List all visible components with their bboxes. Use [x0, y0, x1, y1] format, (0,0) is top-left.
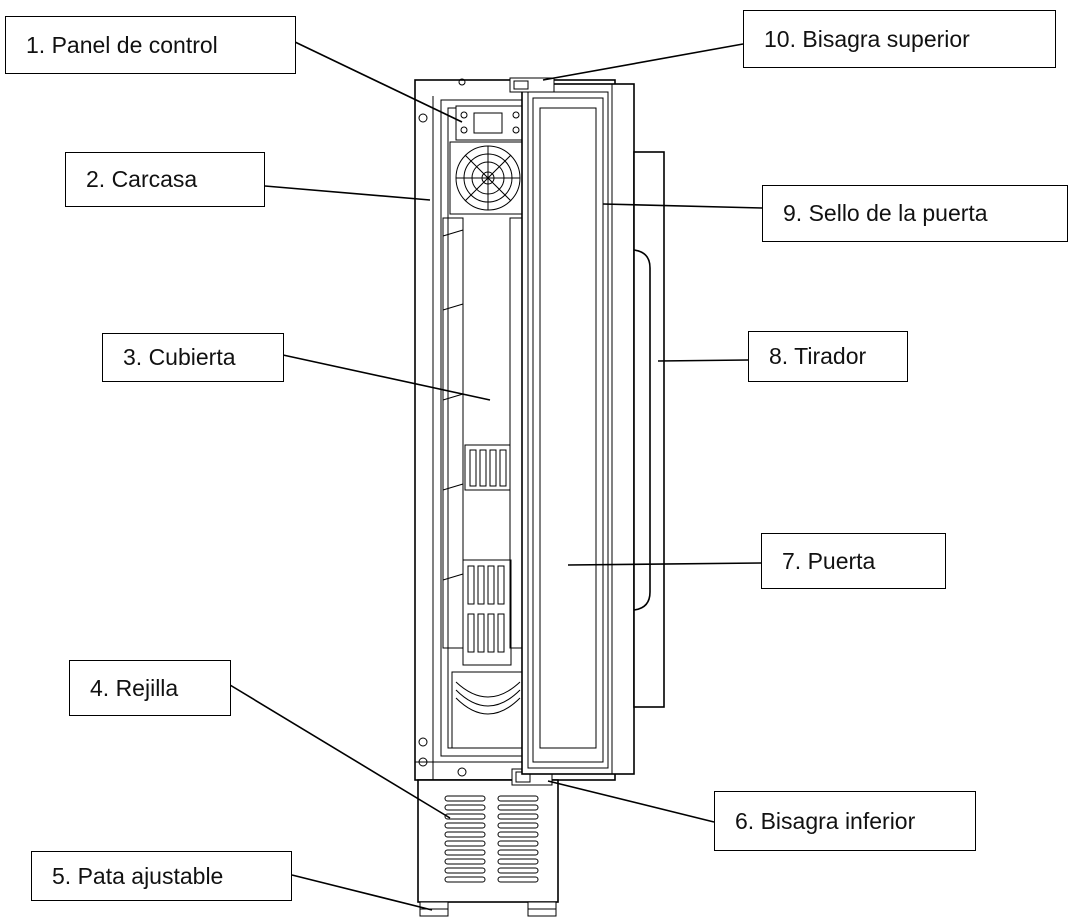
grille-slot [497, 858, 539, 865]
inner-vent [462, 444, 512, 666]
top-hinge [509, 77, 555, 93]
grille-slot [444, 840, 486, 847]
grille-slot [497, 822, 539, 829]
door-handle [633, 151, 665, 708]
label-carcasa: 2. Carcasa [65, 152, 265, 207]
grille-slot [444, 876, 486, 883]
grille-slot [444, 822, 486, 829]
grille-slot [444, 858, 486, 865]
label-cubierta: 3. Cubierta [102, 333, 284, 382]
grille-slot [497, 840, 539, 847]
leader-lines [229, 41, 763, 911]
grille-slot [444, 813, 486, 820]
fan-icon [449, 141, 527, 215]
grille-slot [444, 795, 486, 802]
grille-slot [497, 795, 539, 802]
label-sello-de-la-puerta: 9. Sello de la puerta [762, 185, 1068, 242]
grille-slot [444, 867, 486, 874]
grille-slot [497, 831, 539, 838]
label-panel-de-control: 1. Panel de control [5, 16, 296, 74]
grille-slot [444, 849, 486, 856]
label-puerta: 7. Puerta [761, 533, 946, 589]
grille-slot [497, 867, 539, 874]
grille-slot [497, 804, 539, 811]
grille-slot [497, 849, 539, 856]
label-bisagra-superior: 10. Bisagra superior [743, 10, 1056, 68]
door [521, 83, 635, 775]
base-grille [417, 779, 559, 903]
grille-slot [497, 876, 539, 883]
grille-slot [444, 804, 486, 811]
adjustable-feet [419, 901, 557, 917]
label-rejilla: 4. Rejilla [69, 660, 231, 716]
grille-slot [444, 831, 486, 838]
label-tirador: 8. Tirador [748, 331, 908, 382]
label-pata-ajustable: 5. Pata ajustable [31, 851, 292, 901]
label-bisagra-inferior: 6. Bisagra inferior [714, 791, 976, 851]
bottom-tray [451, 671, 523, 749]
control-panel [455, 105, 527, 141]
grille-slot [497, 813, 539, 820]
